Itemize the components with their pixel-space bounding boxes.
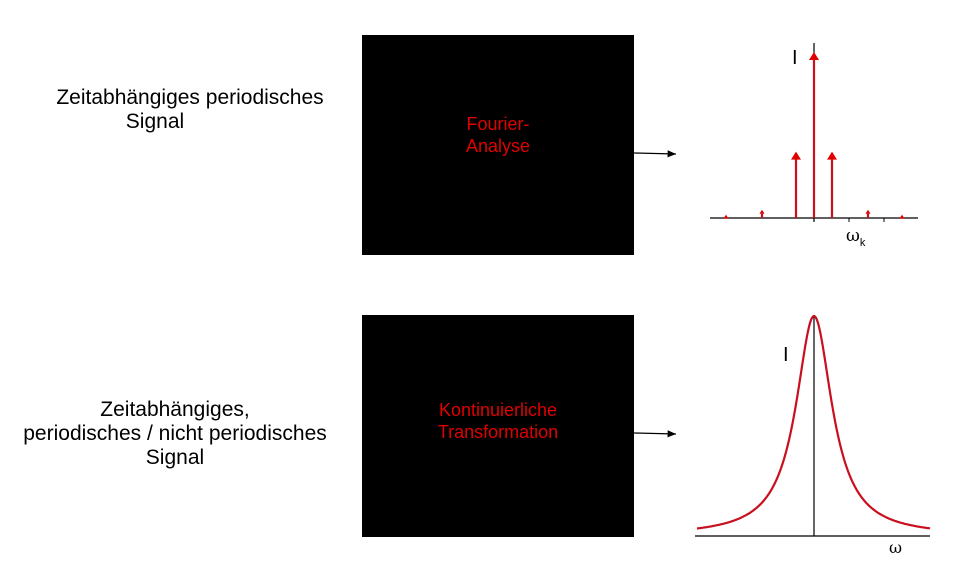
transform-box-label: Kontinuierliche Transformation [362, 399, 634, 443]
fourier-analysis-box: Fourier- Analyse [362, 35, 634, 255]
row2-input-label-line3: Signal [145, 446, 205, 469]
spectrum-arrowhead [759, 209, 765, 214]
transform-box-line1: Kontinuierliche [438, 400, 558, 420]
fourier-box-line1: Fourier- [466, 114, 530, 134]
row1-input-label-line2: Signal [125, 110, 185, 133]
lorentzian-curve [696, 314, 931, 530]
spectrum-y-label: I [792, 47, 798, 69]
spectrum-arrowhead [865, 209, 871, 214]
spectrum-x-label: ωk [846, 226, 866, 249]
spectrum-arrowhead [899, 214, 905, 219]
row1-input-label-line1: Zeitabhängiges periodisches [56, 86, 324, 109]
continuous-transform-box: Kontinuierliche Transformation [362, 315, 634, 537]
spectrum-arrowhead [723, 214, 729, 219]
row2-input-label-line2: periodisches / nicht periodisches [23, 422, 327, 445]
spectrum-arrowhead [791, 151, 801, 160]
row1-arrow [633, 150, 677, 158]
fourier-box-label: Fourier- Analyse [362, 113, 634, 157]
continuous-y-label: I [783, 344, 789, 366]
transform-box-line2: Transformation [437, 422, 559, 442]
fourier-box-line2: Analyse [465, 136, 531, 156]
spectrum-arrowhead [809, 52, 819, 60]
spectrum-arrowhead [827, 151, 837, 160]
row1-input-label: Zeitabhängiges periodisches Signal [20, 86, 360, 134]
row2-arrow [633, 430, 677, 438]
omega-symbol: ω [846, 226, 860, 246]
continuous-x-label: ω [889, 538, 902, 557]
row2-input-label: Zeitabhängiges, periodisches / nicht per… [0, 398, 350, 470]
row2-input-label-line1: Zeitabhängiges, [100, 398, 250, 421]
omega-subscript: k [860, 237, 866, 249]
